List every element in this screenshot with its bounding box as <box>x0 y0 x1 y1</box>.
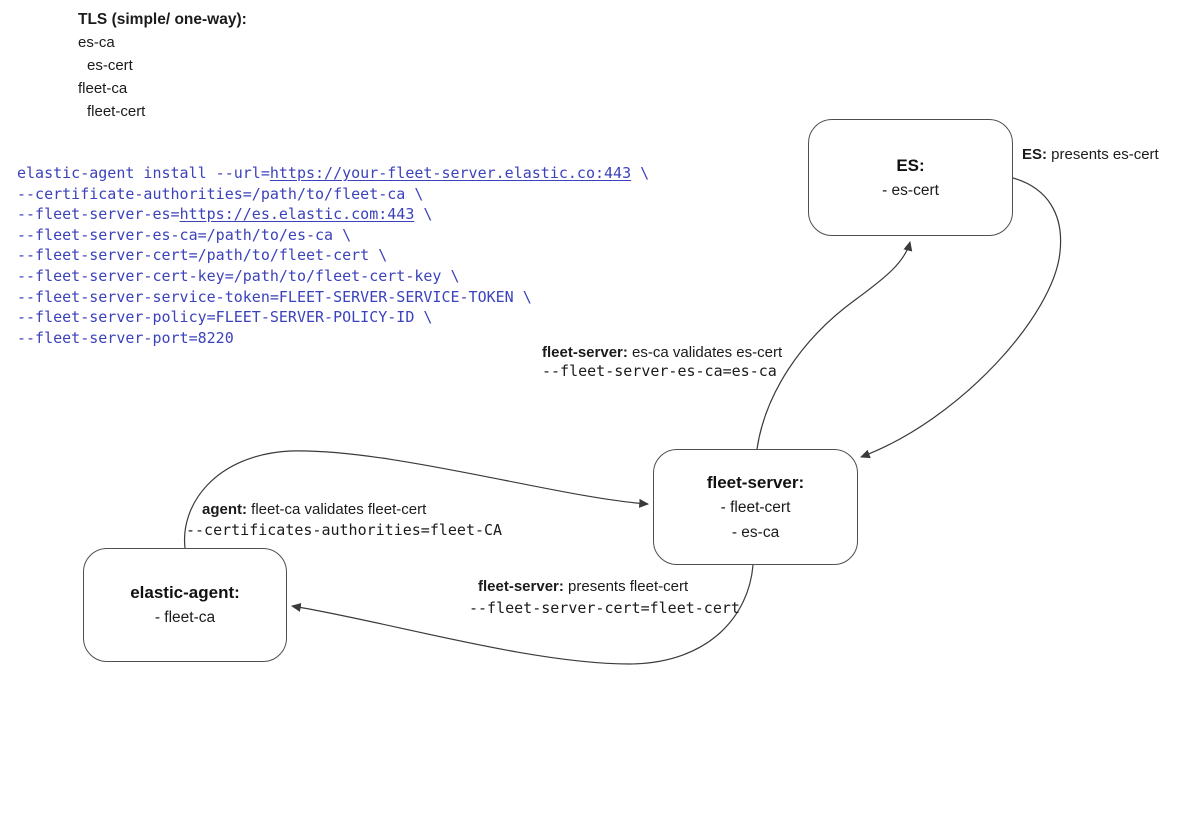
command-text: --fleet-server-es-ca=/path/to/es-ca \ <box>17 225 352 244</box>
command-line: --fleet-server-es-ca=/path/to/es-ca \ <box>17 225 649 246</box>
install-command-block: elastic-agent install --url=https://your… <box>17 163 649 348</box>
fleet-server-validates-es-cert-flag: --fleet-server-es-ca=es-ca <box>542 362 777 380</box>
command-text: --fleet-server-service-token=FLEET-SERVE… <box>17 287 532 306</box>
command-text: --fleet-server-es= <box>17 205 180 224</box>
command-text: --fleet-server-cert=/path/to/fleet-cert … <box>17 246 388 265</box>
node-fleet-server-title: fleet-server: <box>706 472 805 492</box>
node-es-title: ES: <box>896 155 925 175</box>
command-text: \ <box>414 205 433 224</box>
command-text: --certificate-authorities=/path/to/fleet… <box>17 184 424 203</box>
command-line: --fleet-server-service-token=FLEET-SERVE… <box>17 287 649 308</box>
tls-legend-item: es-ca <box>78 34 115 51</box>
command-text: elastic-agent install --url= <box>17 164 270 182</box>
command-line: --fleet-server-cert=/path/to/fleet-cert … <box>17 245 649 266</box>
command-text: --fleet-server-cert-key=/path/to/fleet-c… <box>17 266 460 285</box>
edge-fleet-server-to-agent <box>290 564 754 665</box>
node-fleet-server-item: - fleet-cert <box>720 498 791 516</box>
node-fleet-server: fleet-server: - fleet-cert - es-ca <box>653 449 858 565</box>
edge-agent-to-fleet-server <box>183 450 650 549</box>
command-url-link[interactable]: https://es.elastic.com:443 <box>179 205 415 224</box>
command-line: --fleet-server-port=8220 <box>17 328 649 349</box>
command-text: --fleet-server-policy=FLEET-SERVER-POLIC… <box>17 308 433 327</box>
command-text: --fleet-server-port=8220 <box>17 328 234 347</box>
tls-legend-item: fleet-ca <box>78 80 128 97</box>
tls-legend: TLS (simple/ one-way): es-ca es-cert fleet… <box>78 8 247 123</box>
agent-validates-fleet-cert-flag: --certificates-authorities=fleet-CA <box>186 521 503 539</box>
tls-legend-item: es-cert <box>87 57 133 74</box>
fleet-server-presents-fleet-cert-flag: --fleet-server-cert=fleet-cert <box>469 599 740 617</box>
node-fleet-server-item: - es-ca <box>731 523 780 541</box>
node-elastic-agent: elastic-agent: - fleet-ca <box>83 548 287 662</box>
command-line: elastic-agent install --url=https://your… <box>17 163 649 184</box>
edge-es-to-fleet-server <box>860 177 1062 459</box>
command-line: --fleet-server-es=https://es.elastic.com… <box>17 204 649 225</box>
edge-fleet-server-to-es <box>756 241 913 450</box>
es-presents-es-cert: ES: presents es-cert <box>1022 146 1159 163</box>
fleet-server-validates-es-cert: fleet-server: es-ca validates es-cert <box>542 344 783 361</box>
agent-validates-fleet-cert: agent: fleet-ca validates fleet-cert <box>202 501 427 518</box>
fleet-server-presents-fleet-cert: fleet-server: presents fleet-cert <box>478 578 689 595</box>
command-url-link[interactable]: https://your-fleet-server.elastic.co:443 <box>269 164 632 182</box>
tls-legend-title: TLS (simple/ one-way): <box>78 11 247 28</box>
command-line: --fleet-server-cert-key=/path/to/fleet-c… <box>17 266 649 287</box>
node-elastic-agent-item: - fleet-ca <box>154 609 216 626</box>
command-text: \ <box>631 164 650 182</box>
tls-legend-items: es-ca es-cert fleet-ca fleet-cert <box>78 31 247 123</box>
node-elastic-agent-title: elastic-agent: <box>130 583 240 602</box>
tls-legend-item: fleet-cert <box>87 103 146 120</box>
command-line: --fleet-server-policy=FLEET-SERVER-POLIC… <box>17 307 649 328</box>
node-es: ES: - es-cert <box>808 119 1013 236</box>
command-line: --certificate-authorities=/path/to/fleet… <box>17 184 649 205</box>
node-es-item: - es-cert <box>882 181 939 199</box>
